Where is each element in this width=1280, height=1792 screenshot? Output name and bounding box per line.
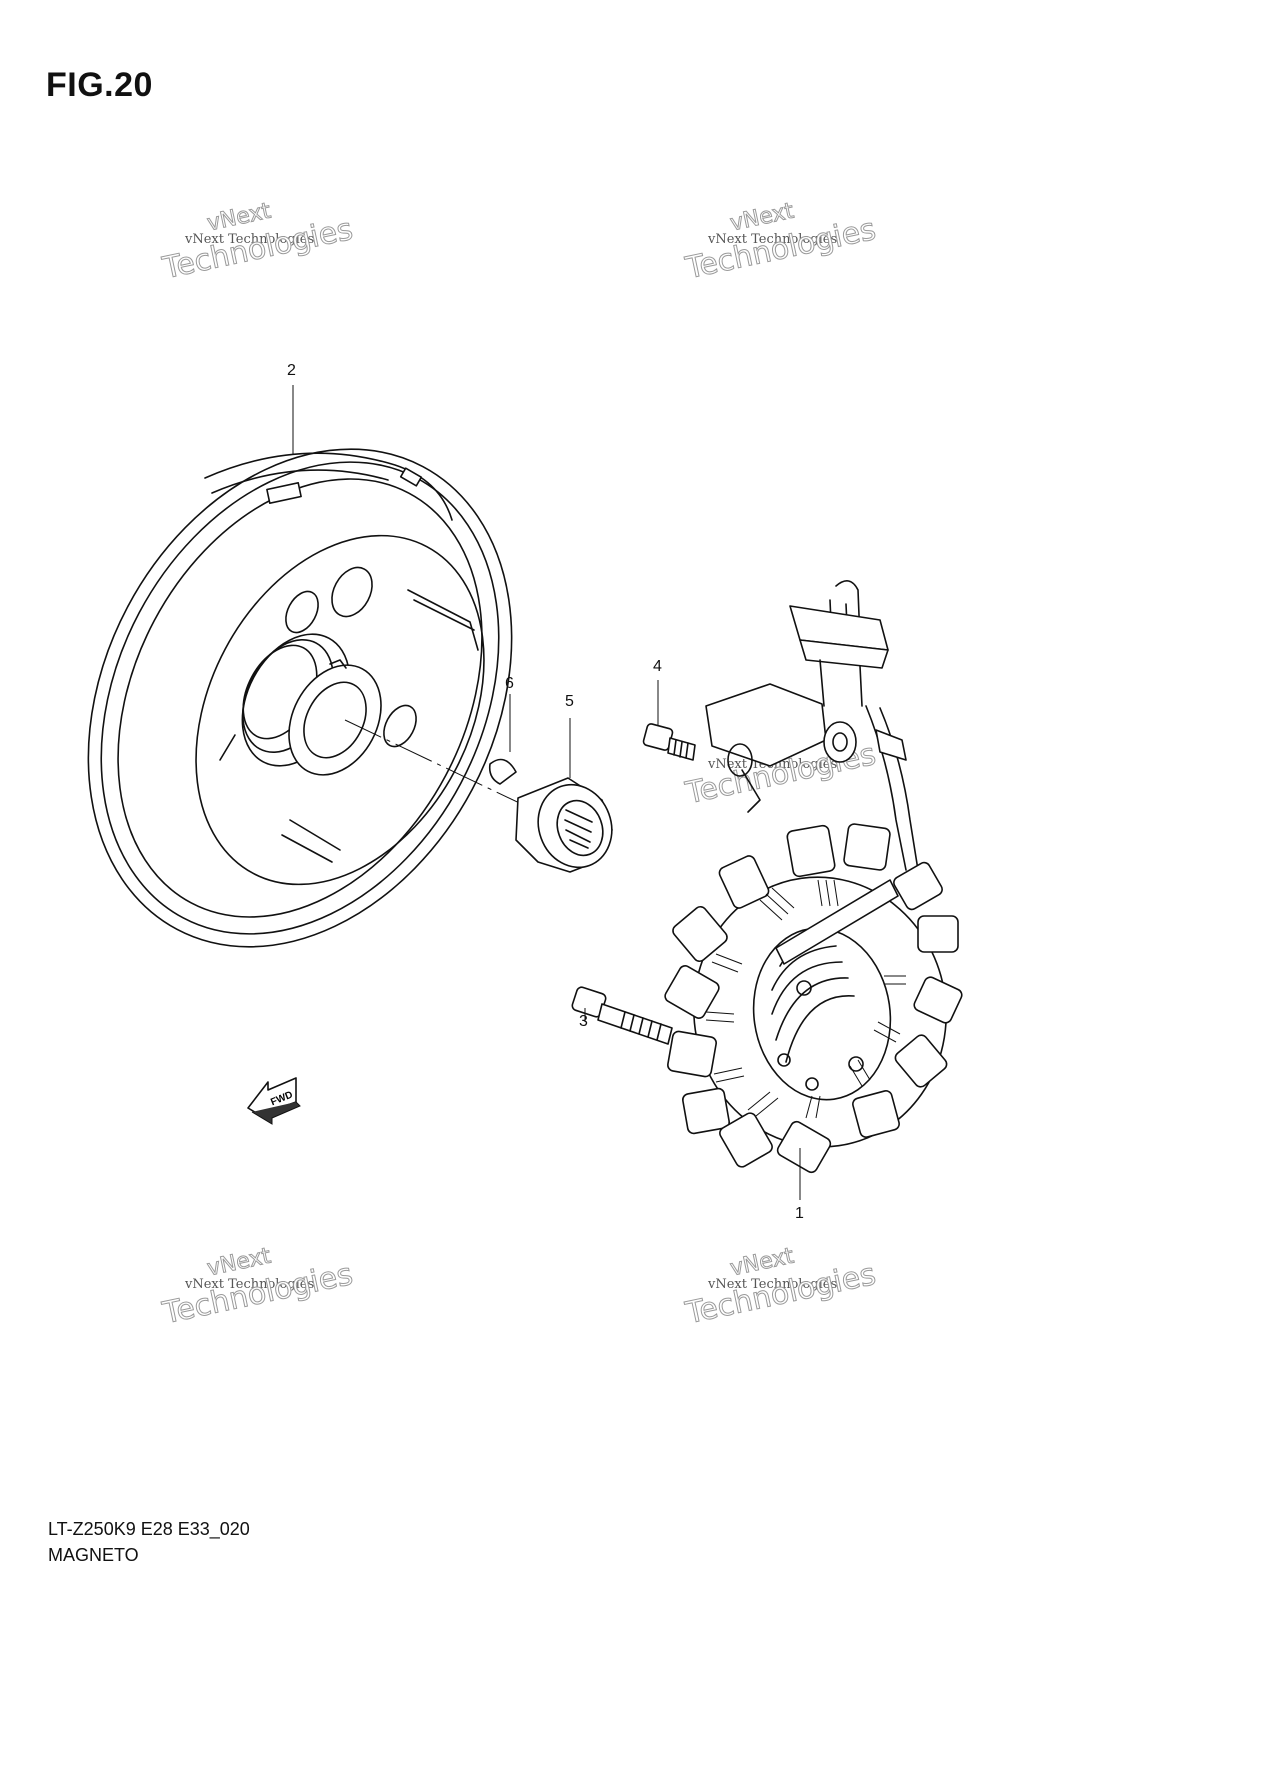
center-line	[344, 719, 531, 809]
rotor-flywheel	[87, 448, 513, 948]
woodruff-key	[488, 694, 517, 785]
figure-title: FIG.20	[46, 66, 153, 104]
callout-2: 2	[287, 362, 296, 379]
callout-1: 1	[795, 1205, 804, 1222]
callout-6: 6	[505, 675, 514, 692]
pulser-screw	[642, 680, 696, 761]
callout-4: 4	[653, 658, 662, 675]
assembly-name: MAGNETO	[48, 1545, 139, 1565]
callout-3: 3	[579, 1013, 588, 1030]
model-code: LT-Z250K9 E28 E33_020	[48, 1519, 250, 1539]
stator-assembly	[664, 580, 963, 1174]
fwd-arrow: FWD	[247, 1077, 301, 1125]
callout-5: 5	[565, 693, 574, 710]
rotor-nut	[515, 718, 613, 873]
